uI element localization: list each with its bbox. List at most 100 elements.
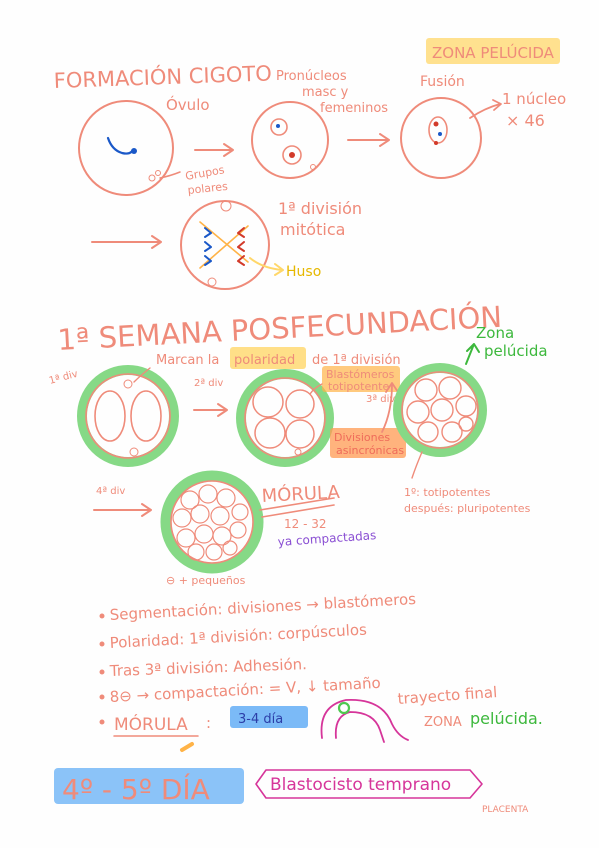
polar-body [220,200,232,212]
chromosomes-blue [204,227,212,266]
division-line2: mitótica [280,220,345,239]
pointer-line [411,451,423,479]
blastomere [458,416,474,432]
morula-days: 3-4 día [238,712,283,727]
pronucleos-line3: femeninos [320,101,388,116]
blastomere [438,376,462,400]
morula-zona [160,470,264,574]
zona-word: ZONA [424,715,462,730]
arrow-icon [193,403,228,417]
eight-cell-zona [393,363,487,457]
blastomeros-line2: totipotente [328,380,389,393]
polar-body [123,379,133,389]
nucleo-line2: ⨯ 46 [506,111,545,130]
pronucleos-cell [251,101,329,179]
totipotentes-line2: después: pluripotentes [404,502,531,515]
polar-body [310,164,316,170]
underline [259,497,335,518]
spermatozoon-icon [106,136,135,155]
marker-dash [180,742,194,752]
note-highlight: polaridad [234,353,295,368]
asincronicas-line2: asincrónicas [336,444,404,457]
blastomeros-highlight [322,366,400,392]
trayecto-label: trayecto final [397,683,498,708]
note-suffix: de 1ª división [312,353,401,368]
pronucleos-line2: masc y [302,85,349,100]
div1-label: 1ª div [48,369,79,387]
polar-body [148,174,156,182]
morula-colon: : [206,714,211,732]
chromosomes-red [237,227,245,266]
four-cell-zona [236,369,334,467]
blastomere [285,389,315,419]
nucleus-dot [433,121,439,127]
huso-label: Huso [286,264,321,280]
days-highlight [230,706,308,728]
blastomere [430,398,454,422]
arrow-icon [249,257,284,276]
arrow-icon [469,99,502,119]
arrow-icon [465,343,480,365]
pointer-line [159,171,181,179]
fusion-cell [400,97,482,179]
morula-count: 12 - 32 [284,517,327,531]
morula-dot-icon [337,701,351,715]
spindle-fibers [199,221,249,269]
polar-body [129,447,139,457]
two-cell-stage [85,373,171,459]
mitosis-cell [180,200,270,290]
zona-line1: Zona [476,324,514,342]
arrow-icon [91,235,162,249]
arrow-icon [194,143,234,157]
footer-blasto: Blastocisto temprano [270,775,451,795]
blastocisto-box [255,769,483,799]
blastomere [285,419,315,449]
zona-highlight [426,38,560,64]
polar-body [207,277,217,287]
bullet-1: Segmentación: divisiones → blastómeros [109,590,416,624]
uterine-tube-sketch [320,699,409,743]
blastomere [414,378,438,402]
blastomere [252,386,284,418]
pronucleos-line1: Pronúcleos [276,69,347,84]
eight-cell-stage [401,371,479,449]
blastomere [455,395,477,417]
two-cell-zona [77,365,179,467]
fusion-label: Fusión [420,74,465,90]
footer-days-highlight [54,768,244,804]
grupos-line2: polares [187,180,229,197]
division-line1: 1ª división [278,199,362,218]
pointer-line [309,383,323,395]
arrow-icon [93,503,152,517]
div4-label: 4ª div [96,486,125,497]
asincronicas-highlight [330,428,406,458]
pronucleus-male [270,118,288,136]
nucleus-dot [434,141,438,145]
morula-bullet-label: MÓRULA [114,713,188,735]
bullet-2: Polaridad: 1ª división: corpúsculos [109,621,367,652]
totipotentes-line1: 1º: totipotentes [404,486,491,499]
bullet-3: Tras 3ª división: Adhesión. [109,655,308,680]
arrow-icon [347,133,390,147]
note-prefix: Marcan la [156,353,219,368]
blastomere [406,400,430,424]
nucleo-line1: 1 núcleo [502,90,566,108]
zona-line2: pelúcida [484,342,548,360]
blastomere [94,390,126,442]
div2-label: 2ª div [194,378,223,389]
polaridad-highlight [230,347,306,369]
polar-body [294,448,302,456]
div3-label: 3ª div [366,394,395,405]
fused-nucleus [428,116,448,144]
nucleus-dot [276,124,280,128]
pronucleus-female [282,145,302,165]
footer-days: 4º - 5º DÍA [62,772,210,806]
four-cell-stage [244,377,326,459]
blastomere [417,421,439,443]
asincronicas-line1: Divisiones [334,431,390,444]
pelucida-word: pelúcida. [470,709,543,728]
nucleus-dot [438,132,442,136]
blastomere [441,421,463,443]
